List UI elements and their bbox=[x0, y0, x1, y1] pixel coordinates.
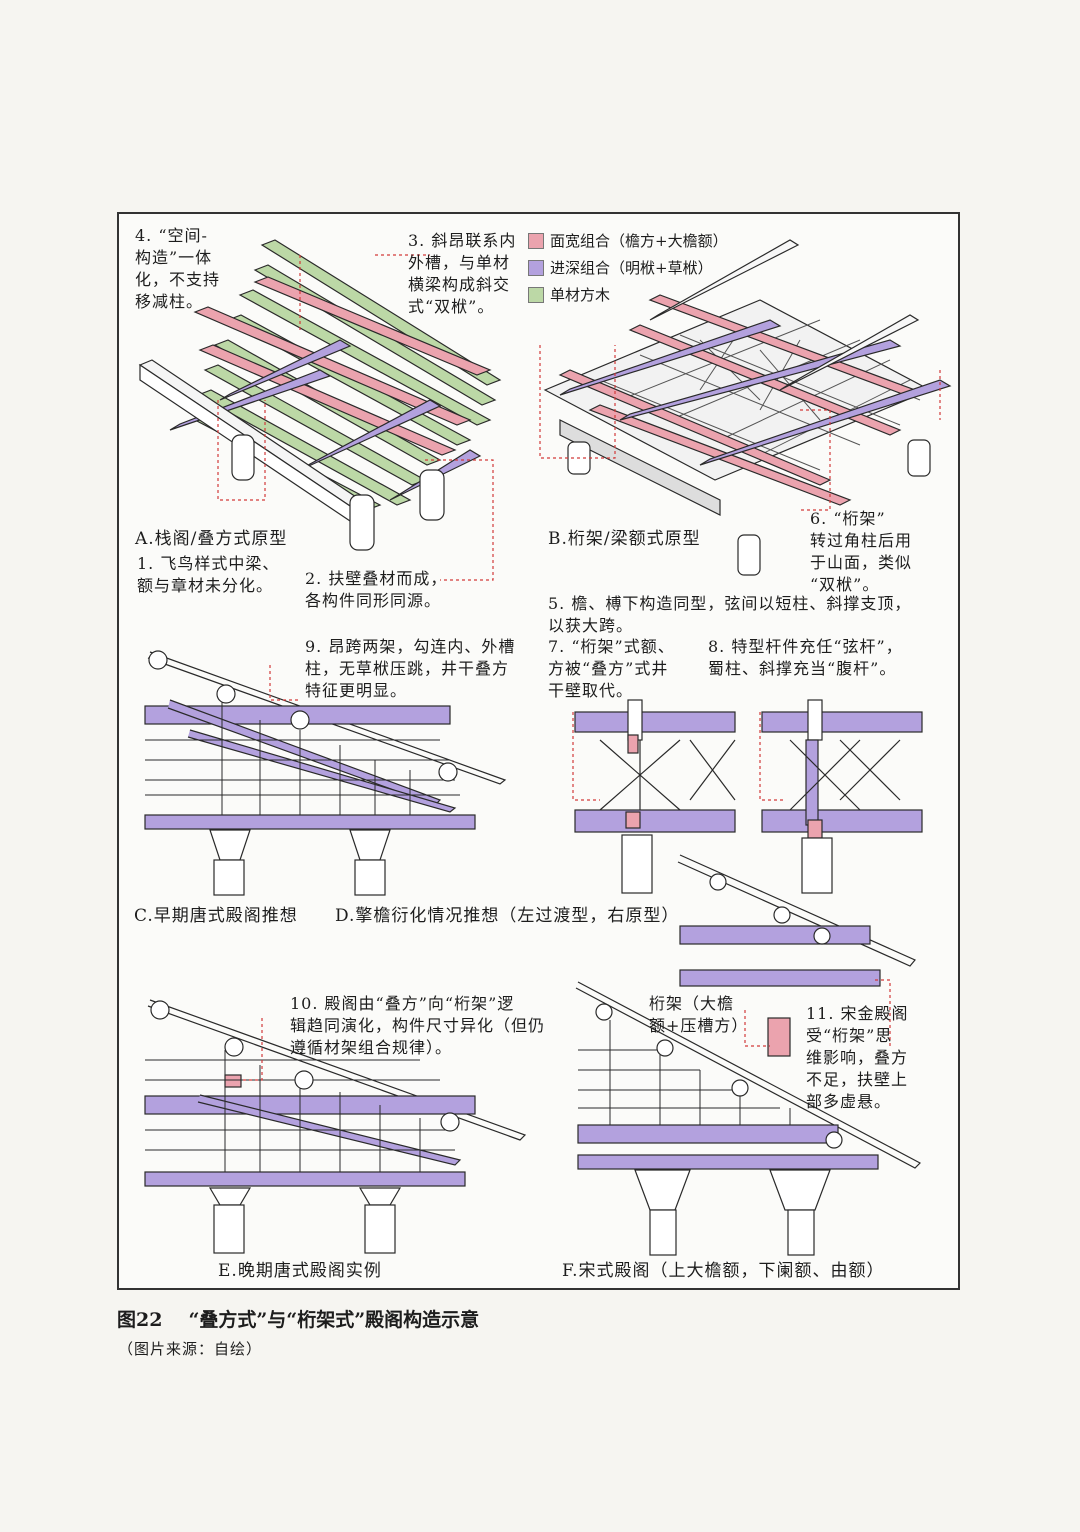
caption-c: C.早期唐式殿阁推想 bbox=[134, 906, 298, 926]
note-10: 10. 殿阁由“叠方”向“桁架”逻 辑趋同演化，构件尺寸异化（但仍 遵循材架组合… bbox=[290, 994, 546, 1057]
legend-red: 面宽组合（檐方+大檐额） bbox=[528, 232, 728, 250]
note-4: 4. “空间- 构造”一体 化，不支持 移减柱。 bbox=[135, 226, 221, 311]
legend-purple-label: 进深组合（明栿+草栿） bbox=[550, 259, 713, 277]
diagram-a-stacked-beams bbox=[138, 239, 502, 551]
note-1: 1. 飞鸟样式中梁、 额与章材未分化。 bbox=[137, 554, 280, 595]
note-3: 3. 斜昂联系内 外槽，与单材 横梁构成斜交 式“双栿”。 bbox=[408, 231, 517, 316]
purple-swatch-icon bbox=[528, 260, 544, 276]
note-11: 11. 宋金殿阁 受“桁架”思 维影响，叠方 不足，扶壁上 部多虚悬。 bbox=[806, 1004, 909, 1111]
note-6: 6. “桁架” 转过角柱后用 于山面，类似 “双栿”。 bbox=[810, 509, 913, 594]
note-2: 2. 扶壁叠材而成， 各构件同形同源。 bbox=[305, 569, 448, 610]
note-7: 7. “桁架”式额、 方被“叠方”式井 干壁取代。 bbox=[548, 637, 675, 700]
caption-f: F.宋式殿阁（上大檐额，下阑额、由额） bbox=[562, 1261, 885, 1281]
legend-green-label: 单材方木 bbox=[550, 286, 611, 304]
legend-green: 单材方木 bbox=[528, 286, 610, 304]
note-8: 8. 特型杆件充任“弦杆”， 蜀柱、斜撑充当“腹杆”。 bbox=[708, 637, 903, 678]
caption-e: E.晚期唐式殿阁实例 bbox=[218, 1261, 382, 1281]
figure-source: （图片来源：自绘） bbox=[118, 1340, 263, 1358]
diagram-d-eave-left bbox=[574, 699, 736, 894]
legend-purple: 进深组合（明栿+草栿） bbox=[528, 259, 713, 277]
figure-title-text: “叠方式”与“桁架式”殿阁构造示意 bbox=[188, 1309, 480, 1331]
pink-swatch-icon bbox=[528, 233, 544, 249]
diagram-c-early-tang bbox=[144, 650, 507, 896]
figure-number: 图22 bbox=[117, 1309, 163, 1331]
diagram-b-truss-frame bbox=[543, 239, 952, 576]
diagram-f-song bbox=[575, 854, 921, 1256]
diagram-d-eave-right bbox=[761, 699, 923, 894]
note-5: 5. 檐、榑下构造同型，弦间以短柱、斜撑支顶， 以获大跨。 bbox=[548, 594, 912, 635]
note-f-truss: 桁架（大檐 额+压槽方） bbox=[649, 994, 749, 1035]
caption-a: A.栈阁/叠方式原型 bbox=[135, 529, 288, 549]
figure-title: 图22 “叠方式”与“桁架式”殿阁构造示意 bbox=[117, 1305, 479, 1332]
caption-d: D.擎檐衍化情况推想（左过渡型，右原型） bbox=[335, 906, 680, 926]
note-9: 9. 昂跨两架，勾连内、外槽 柱，无草栿压跳，井干叠方 特征更明显。 bbox=[305, 637, 516, 700]
green-swatch-icon bbox=[528, 287, 544, 303]
annotation-guide-lines bbox=[217, 254, 941, 1081]
legend-red-label: 面宽组合（檐方+大檐额） bbox=[550, 232, 728, 250]
diagram-e-late-tang bbox=[144, 999, 527, 1254]
caption-b: B.桁架/梁额式原型 bbox=[548, 529, 701, 549]
